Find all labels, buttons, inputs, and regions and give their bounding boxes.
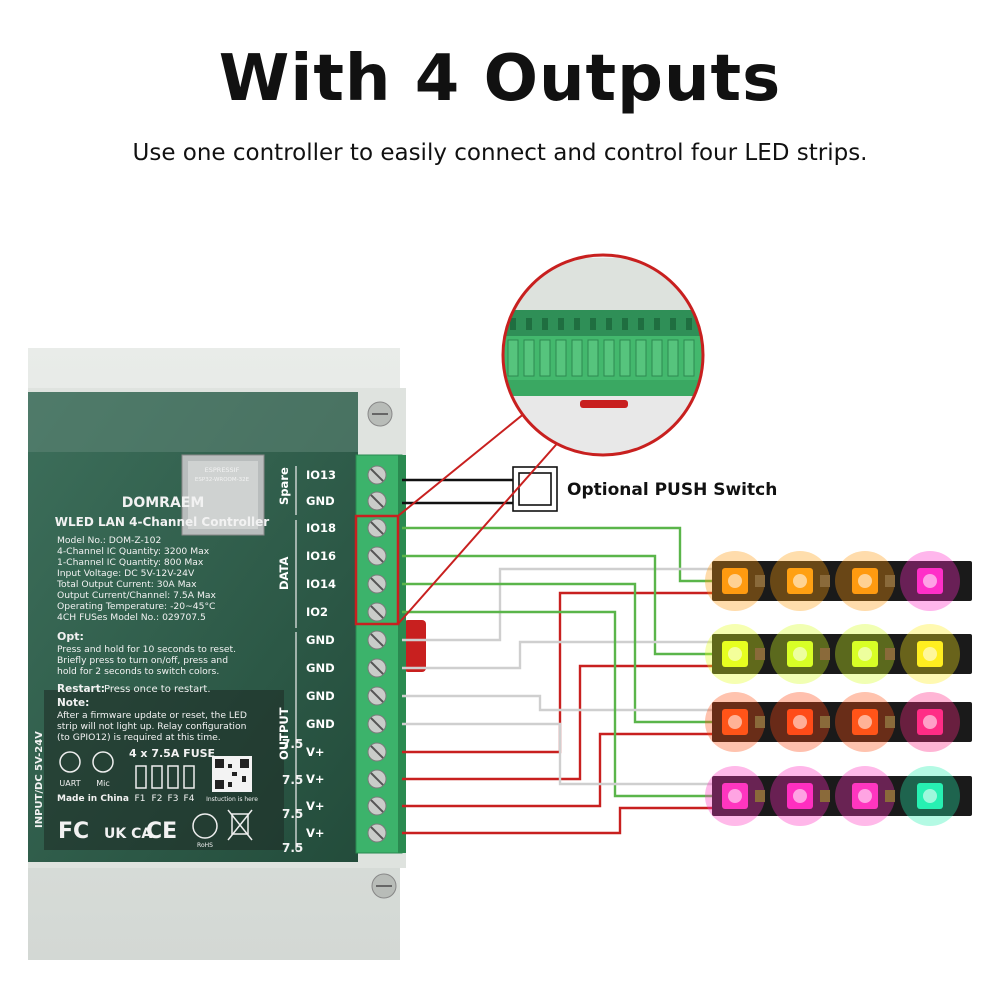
terminal-label: GND — [306, 661, 335, 675]
led-strips — [705, 551, 972, 826]
fuse-name-1: F1 — [135, 794, 146, 804]
led-strip — [705, 624, 972, 684]
terminal-label: GND — [306, 717, 335, 731]
note-text: After a firmware update or reset, the LE… — [57, 710, 247, 743]
spec-line: Input Voltage: DC 5V-12V-24V — [57, 568, 195, 579]
fuse-value-4: 7.5 — [282, 841, 303, 855]
weee-bin-icon — [227, 809, 253, 841]
highlight-box — [354, 514, 400, 626]
terminal-rows: IO13GNDIO18IO16IO14IO2GNDGNDGNDGNDV+V+V+… — [306, 465, 387, 843]
terminal-zoom-callout — [354, 253, 705, 626]
spec-line: Operating Temperature: -20~45°C — [57, 601, 215, 612]
terminal-label: V+ — [306, 745, 325, 759]
strip-pcb — [712, 634, 972, 674]
page-title: With 4 Outputs — [218, 42, 782, 116]
led-strip — [705, 766, 972, 826]
opt-line: Briefly press to turn on/off, press and — [57, 655, 228, 666]
zoom-reset-button — [580, 400, 628, 408]
input-label: INPUT/DC 5V-24V — [34, 731, 45, 828]
terminal-label: V+ — [306, 772, 325, 786]
fuse-value-1: 7.5 — [282, 737, 303, 751]
fuse-value-2: 7.5 — [282, 773, 303, 787]
terminal-label: IO18 — [306, 521, 336, 535]
fuse-name-4: F4 — [184, 794, 195, 804]
reset-button[interactable] — [404, 620, 426, 672]
note-line: (to GPIO12) is required at this time. — [57, 732, 221, 743]
controller-enclosure — [28, 348, 426, 960]
terminal-block — [355, 454, 403, 854]
push-switch: Optional PUSH Switch — [512, 466, 777, 512]
fuse-name-3: F3 — [168, 794, 179, 804]
terminal-label: IO13 — [306, 468, 336, 482]
brand-name: DOMRAEM — [122, 495, 205, 511]
page-subtitle: Use one controller to easily connect and… — [132, 140, 868, 166]
esp32-shield — [188, 461, 258, 529]
led-strip — [705, 551, 972, 611]
mic-icon — [92, 751, 114, 773]
zoom-circle — [501, 253, 705, 457]
restart-heading: Restart: — [57, 683, 105, 695]
spec-line: 1-Channel IC Quantity: 800 Max — [57, 557, 204, 568]
restart-text: Press once to restart. — [104, 684, 211, 695]
fuse-value-3: 7.5 — [282, 807, 303, 821]
terminal-label: V+ — [306, 799, 325, 813]
spare-label: Spare — [277, 467, 291, 505]
output-group-label: OUTPUT — [277, 707, 291, 760]
fuse-label: 4 x 7.5A FUSE — [129, 747, 215, 760]
terminal-label: IO16 — [306, 549, 336, 563]
fcc-logo: FC — [58, 819, 89, 844]
data-group-label: DATA — [277, 556, 291, 590]
note-line: After a firmware update or reset, the LE… — [57, 710, 247, 721]
product-name: WLED LAN 4-Channel Controller — [55, 515, 270, 529]
strip-pcb — [712, 702, 972, 742]
terminal-label: GND — [306, 633, 335, 647]
spec-line: 4CH FUSes Model No.: 029707.5 — [57, 612, 206, 623]
rohs-icon — [192, 813, 218, 839]
opt-text: Press and hold for 10 seconds to reset.B… — [57, 644, 236, 677]
wiring — [402, 478, 712, 835]
terminal-label: GND — [306, 689, 335, 703]
terminal-label: IO14 — [306, 577, 336, 591]
uart-icon — [59, 751, 81, 773]
made-in: Made in China — [57, 794, 129, 804]
terminal-label: V+ — [306, 826, 325, 840]
instruction-label: Instuction is here — [206, 796, 258, 803]
opt-line: Press and hold for 10 seconds to reset. — [57, 644, 236, 655]
pcb-labels: ESPRESSIF ESP32-WROOM-32E DOMRAEM WLED L… — [34, 466, 303, 855]
spec-line: 4-Channel IC Quantity: 3200 Max — [57, 546, 210, 557]
ce-logo: CE — [146, 819, 177, 844]
fuse-icons — [135, 765, 195, 789]
spec-line: Output Current/Channel: 7.5A Max — [57, 590, 217, 601]
spec-line: Model No.: DOM-Z-102 — [57, 535, 161, 546]
module-name: ESP32-WROOM-32E — [195, 477, 250, 483]
mic-label: Mic — [96, 779, 110, 788]
spec-line: Total Output Current: 30A Max — [56, 579, 197, 590]
uart-label: UART — [59, 779, 80, 788]
switch-button-icon — [518, 472, 552, 506]
terminal-label: IO2 — [306, 605, 328, 619]
note-heading: Note: — [57, 697, 89, 709]
module-vendor: ESPRESSIF — [205, 466, 240, 474]
switch-label: Optional PUSH Switch — [567, 480, 777, 500]
terminal-label: GND — [306, 494, 335, 508]
opt-line: hold for 2 seconds to switch colors. — [57, 666, 219, 677]
fuse-name-2: F2 — [152, 794, 163, 804]
strip-pcb — [712, 776, 972, 816]
lid-haze — [28, 392, 358, 452]
opt-heading: Opt: — [57, 630, 84, 643]
note-line: strip will not light up. Relay configura… — [57, 721, 247, 732]
ukca-logo: UK CA — [104, 826, 152, 842]
strip-pcb — [712, 561, 972, 601]
led-strip — [705, 692, 972, 752]
rohs-label: RoHS — [197, 842, 213, 849]
